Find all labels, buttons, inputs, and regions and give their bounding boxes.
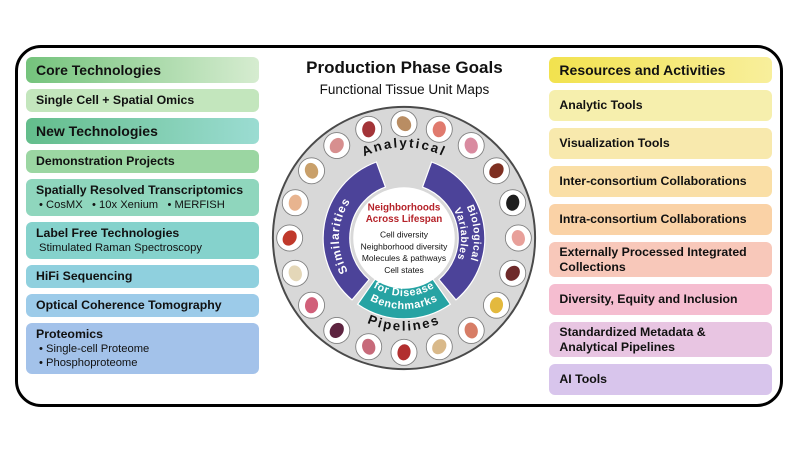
item-analytic-tools: Analytic Tools bbox=[549, 90, 772, 121]
bladder-glyph bbox=[432, 339, 447, 355]
item-proteomics: Proteomics • Single-cell Proteome • Phos… bbox=[26, 323, 260, 374]
hub-heading-line1: Neighborhoods bbox=[368, 202, 441, 213]
similarities-arc bbox=[323, 161, 387, 301]
brain-glyph bbox=[465, 137, 479, 154]
item-title: Spatially Resolved Transcriptomics bbox=[36, 183, 244, 197]
skin-glyph bbox=[289, 194, 303, 211]
item-label-free-technologies: Label Free Technologies Stimulated Raman… bbox=[26, 222, 260, 259]
item-title: HiFi Sequencing bbox=[36, 269, 133, 283]
bone-glyph bbox=[289, 265, 303, 282]
single-cell-spatial-omics-item: Single Cell + Spatial Omics bbox=[26, 89, 260, 112]
placenta-glyph bbox=[362, 121, 376, 138]
hub-item-cell-states: Cell states bbox=[385, 265, 425, 275]
figure-frame: Core Technologies Single Cell + Spatial … bbox=[15, 45, 783, 407]
production-phase-goals-panel: Production Phase Goals Functional Tissue… bbox=[266, 57, 542, 395]
item-visualization-tools: Visualization Tools bbox=[549, 128, 772, 159]
item-hifi-sequencing: HiFi Sequencing bbox=[26, 265, 260, 288]
item-title: AI Tools bbox=[559, 372, 608, 386]
page-subtitle: Functional Tissue Unit Maps bbox=[319, 82, 490, 97]
liver-glyph bbox=[489, 163, 505, 179]
eye-glyph bbox=[506, 194, 520, 211]
stomach-glyph bbox=[512, 230, 526, 246]
item-demonstration-projects: Demonstration Projects bbox=[26, 150, 260, 173]
item-title: Demonstration Projects bbox=[36, 154, 175, 168]
item-title: Externally Processed Integrated Collecti… bbox=[559, 244, 747, 274]
item-title: Visualization Tools bbox=[559, 136, 670, 150]
item-label: Single Cell + Spatial Omics bbox=[36, 93, 195, 107]
vessel-glyph bbox=[283, 230, 298, 246]
item-title: Intra-consortium Collaborations bbox=[559, 212, 747, 226]
item-externally-processed-integrated-collections: Externally Processed Integrated Collecti… bbox=[549, 242, 772, 277]
item-title: Proteomics bbox=[36, 327, 103, 341]
heart-glyph bbox=[397, 344, 411, 361]
hub-item-neighborhood-diversity: Neighborhood diversity bbox=[361, 241, 448, 251]
item-ai-tools: AI Tools bbox=[549, 364, 772, 395]
item-subline: • CosMX • 10x Xenium • MERFISH bbox=[39, 199, 225, 211]
hub-circle bbox=[353, 187, 456, 289]
pipelines-ring-label: Pipelines bbox=[366, 312, 442, 334]
lymph-node-glyph bbox=[305, 162, 319, 179]
spleen-glyph bbox=[330, 322, 345, 339]
item-standardized-metadata-analytical-pipelines: Standardized Metadata & Analytical Pipel… bbox=[549, 322, 772, 357]
resources-activities-header: Resources and Activities bbox=[549, 57, 772, 83]
item-title: Inter-consortium Collaborations bbox=[559, 174, 747, 188]
page-title: Production Phase Goals bbox=[306, 58, 503, 77]
hub-heading-line2: Across Lifespan bbox=[366, 214, 443, 225]
core-technologies-panel: Core Technologies Single Cell + Spatial … bbox=[26, 57, 260, 395]
thymus-glyph bbox=[330, 137, 345, 154]
kidney-glyph bbox=[506, 265, 521, 281]
uterus-glyph bbox=[362, 338, 376, 355]
organ-icon-ring bbox=[276, 110, 533, 366]
tongue-glyph bbox=[305, 297, 319, 314]
intestine-glyph bbox=[465, 322, 479, 339]
body-glyph bbox=[397, 116, 412, 132]
hub-item-molecules-pathways: Molecules & pathways bbox=[362, 253, 446, 263]
item-title: Optical Coherence Tomography bbox=[36, 298, 222, 312]
item-subline: Stimulated Raman Spectroscopy bbox=[39, 242, 202, 254]
resources-activities-panel: Resources and Activities Analytic Tools … bbox=[549, 57, 772, 395]
item-subline: • Phosphoproteome bbox=[39, 357, 138, 369]
item-title: Label Free Technologies bbox=[36, 226, 180, 240]
item-spatially-resolved-transcriptomics: Spatially Resolved Transcriptomics • Cos… bbox=[26, 179, 260, 216]
item-title: Diversity, Equity and Inclusion bbox=[559, 292, 738, 306]
item-title: Analytic Tools bbox=[559, 98, 643, 112]
core-technologies-header: Core Technologies bbox=[26, 57, 260, 83]
pancreas-glyph bbox=[490, 297, 504, 314]
item-optical-coherence-tomography: Optical Coherence Tomography bbox=[26, 294, 260, 317]
item-diversity-equity-inclusion: Diversity, Equity and Inclusion bbox=[549, 284, 772, 315]
lungs-glyph bbox=[433, 121, 447, 138]
item-title: Standardized Metadata & Analytical Pipel… bbox=[559, 324, 706, 354]
ftu-wheel-diagram: Analytical Pipelines Similarities Biolog… bbox=[272, 105, 537, 371]
item-intra-consortium-collaborations: Intra-consortium Collaborations bbox=[549, 204, 772, 235]
hub-item-cell-diversity: Cell diversity bbox=[380, 230, 429, 240]
item-subline: • Single-cell Proteome bbox=[39, 343, 150, 355]
biological-variables-arc bbox=[422, 161, 486, 301]
new-technologies-header: New Technologies bbox=[26, 118, 260, 144]
item-inter-consortium-collaborations: Inter-consortium Collaborations bbox=[549, 166, 772, 197]
